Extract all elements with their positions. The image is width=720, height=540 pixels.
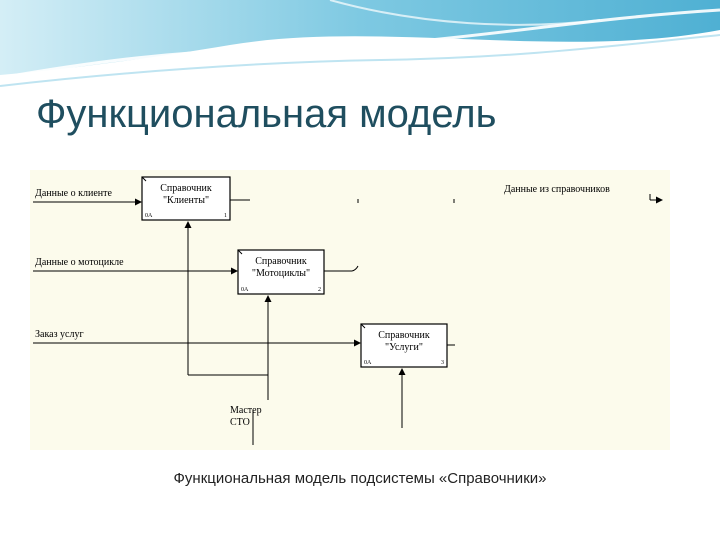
box-uslugi-num: 3	[441, 360, 444, 366]
box-klienty: Справочник "Клиенты" 0А 1	[141, 176, 231, 221]
box-motocikly-num: 2	[318, 287, 321, 293]
box-klienty-num: 1	[224, 213, 227, 219]
label-mech-line1: Мастер	[230, 405, 262, 416]
box-motocikly: Справочник "Мотоциклы" 0А 2	[237, 249, 325, 295]
label-input-moto: Данные о мотоцикле	[35, 257, 124, 268]
label-input-zakaz: Заказ услуг	[35, 329, 84, 340]
box-klienty-line2: "Клиенты"	[163, 195, 209, 206]
box-uslugi-line1: Справочник	[378, 330, 430, 341]
slide-title: Функциональная модель	[36, 92, 497, 136]
header-wave-banner	[0, 0, 720, 87]
box-motocikly-line1: Справочник	[255, 256, 307, 267]
label-input-klient: Данные о клиенте	[35, 188, 112, 199]
box-motocikly-line2: "Мотоциклы"	[252, 268, 310, 279]
box-uslugi-code: 0А	[364, 360, 372, 366]
box-klienty-code: 0А	[145, 213, 153, 219]
box-motocikly-code: 0А	[241, 287, 249, 293]
diagram-background	[30, 170, 670, 450]
label-output: Данные из справочников	[504, 184, 610, 195]
box-uslugi: Справочник "Услуги" 0А 3	[360, 323, 448, 368]
box-uslugi-line2: "Услуги"	[385, 342, 423, 353]
box-klienty-line1: Справочник	[160, 183, 212, 194]
arrow-output-moto-bend	[351, 265, 359, 272]
idef0-diagram: Справочник "Клиенты" 0А 1 Справочник "Мо…	[30, 170, 670, 450]
label-mech-line2: СТО	[230, 417, 250, 428]
diagram-caption: Функциональная модель подсистемы «Справо…	[173, 470, 547, 487]
